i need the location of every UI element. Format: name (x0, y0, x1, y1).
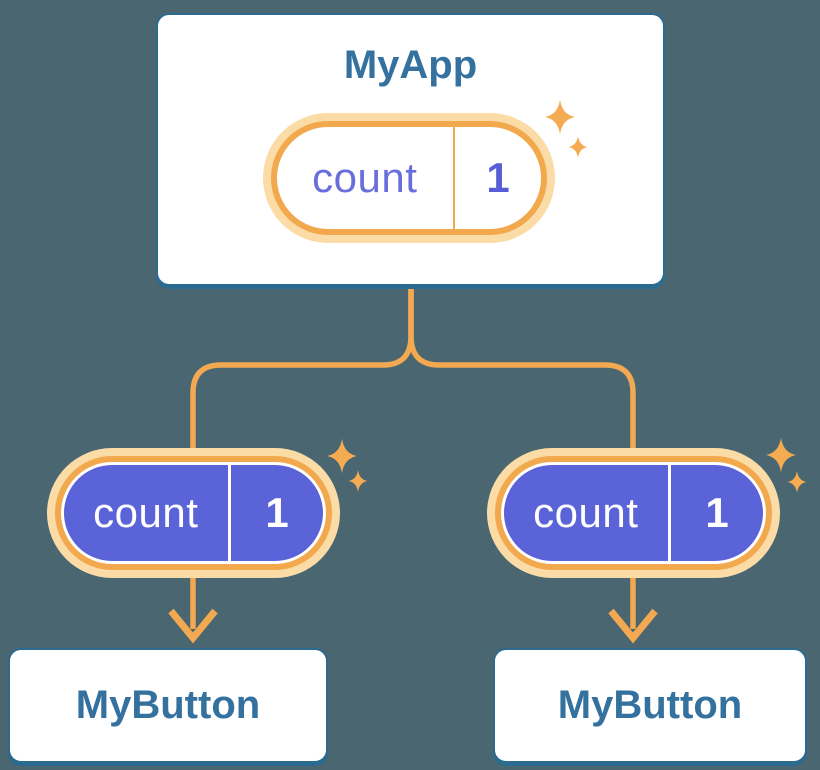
state-pill-root: count 1 (271, 121, 547, 235)
component-title: MyApp (343, 43, 478, 87)
pill-divider (452, 127, 455, 229)
state-name-label: count (533, 489, 639, 536)
state-value: 1 (486, 154, 510, 201)
card-mybutton-right: MyButton (493, 648, 807, 763)
state-name-label: count (93, 489, 199, 536)
card-myapp: MyApp count 1 (156, 13, 665, 286)
state-pill-child-right: count 1 (501, 462, 766, 564)
state-value: 1 (265, 489, 289, 536)
connector-branch-left (190, 284, 414, 452)
pill-divider (667, 465, 671, 561)
arrow-down-icon (168, 576, 218, 644)
state-name-label: count (312, 154, 418, 201)
component-title: MyButton (557, 683, 743, 727)
pill-divider (227, 465, 231, 561)
component-title: MyButton (75, 683, 261, 727)
card-mybutton-left: MyButton (8, 648, 328, 763)
state-pill-child-left: count 1 (61, 462, 326, 564)
connector-branch-right (408, 284, 636, 452)
state-value: 1 (705, 489, 729, 536)
arrow-down-icon (608, 576, 658, 644)
